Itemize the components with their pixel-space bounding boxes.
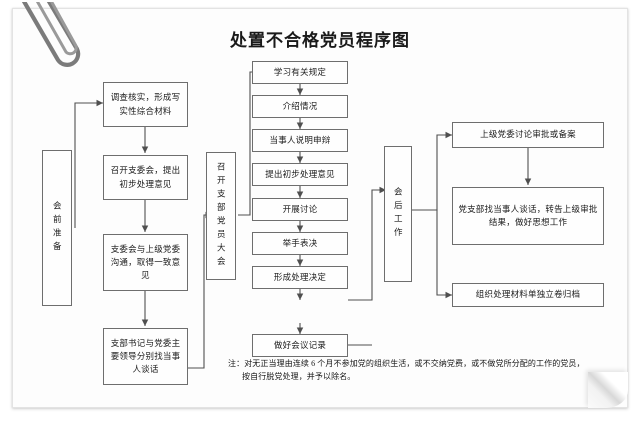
step-form-decision-label: 形成处理决定 [273,271,327,282]
step-superior-approval[interactable]: 上级党委讨论审批或备案 [452,122,604,148]
step-study-rules-label: 学习有关规定 [273,66,327,77]
stage-pre-meeting[interactable]: 会前准备 [42,150,72,306]
step-person-statement-label: 当事人说明申辩 [269,134,331,145]
step-discussion-label: 开展讨论 [282,203,318,214]
step-inform-person-label: 党支部找当事人谈话，转告上级审批结果，做好思想工作 [458,203,598,227]
stage-post-meeting[interactable]: 会后工作 [384,146,412,282]
stage-branch-meeting-label: 召开支部党员大会 [216,162,227,270]
step-secretary-talk-label: 支部书记与党委主要领导分别找当事人谈话 [110,337,181,375]
step-archive-materials-label: 组织处理材料单独立卷归档 [475,289,581,300]
page-title: 处置不合格党员程序图 [230,31,410,51]
footnote-line-2: 按自行脱党处理，并予以除名。 [242,372,356,382]
stage-post-meeting-label: 会后工作 [393,187,404,241]
footnote-line-1: 注：对无正当理由连续 6 个月不参加党的组织生活，或不交纳党费，或不做党所分配的… [228,359,585,368]
step-form-decision[interactable]: 形成处理决定 [252,266,348,289]
step-consult-superior-label: 支委会与上级党委沟通，取得一致意见 [110,243,181,281]
step-secretary-talk[interactable]: 支部书记与党委主要领导分别找当事人谈话 [103,328,188,385]
step-superior-approval-label: 上级党委讨论审批或备案 [480,129,576,140]
step-introduce-situation-label: 介绍情况 [282,100,318,111]
step-propose-opinion-label: 提出初步处理意见 [265,168,335,179]
step-investigate[interactable]: 调查核实，形成写实性综合材料 [103,82,188,127]
step-investigate-label: 调查核实，形成写实性综合材料 [110,92,181,116]
step-archive-materials[interactable]: 组织处理材料单独立卷归档 [452,283,604,307]
page-curl-icon [588,372,628,408]
stage-pre-meeting-label: 会前准备 [52,201,63,255]
step-inform-person[interactable]: 党支部找当事人谈话，转告上级审批结果，做好思想工作 [452,187,604,245]
step-show-of-hands-vote[interactable]: 举手表决 [252,232,348,255]
footnote: 注：对无正当理由连续 6 个月不参加党的组织生活，或不交纳党费，或不做党所分配的… [228,357,618,383]
step-consult-superior[interactable]: 支委会与上级党委沟通，取得一致意见 [103,234,188,291]
step-committee-meeting[interactable]: 召开支委会，提出初步处理意见 [103,155,188,200]
step-record-minutes[interactable]: 做好会议记录 [252,334,348,357]
stage-branch-meeting[interactable]: 召开支部党员大会 [206,152,236,280]
step-introduce-situation[interactable]: 介绍情况 [252,95,348,118]
step-discussion[interactable]: 开展讨论 [252,198,348,221]
step-committee-meeting-label: 召开支委会，提出初步处理意见 [110,165,181,189]
step-show-of-hands-vote-label: 举手表决 [282,237,318,248]
step-record-minutes-label: 做好会议记录 [273,339,327,350]
step-propose-opinion[interactable]: 提出初步处理意见 [252,163,348,186]
step-person-statement[interactable]: 当事人说明申辩 [252,129,348,152]
step-study-rules[interactable]: 学习有关规定 [252,61,348,84]
